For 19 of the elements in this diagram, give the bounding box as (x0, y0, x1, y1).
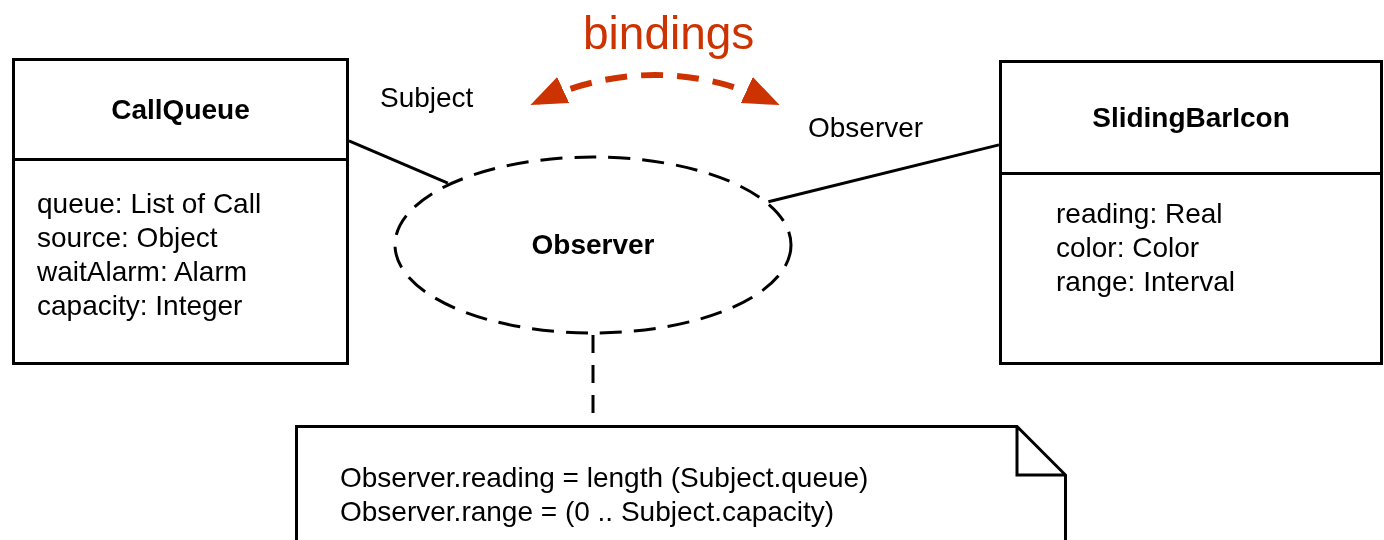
constraint-text: Observer.reading = length (Subject.queue) (340, 461, 869, 495)
attribute-text: reading: Real (1055, 197, 1224, 231)
association-line (348, 139, 449, 185)
attribute-text: color: Color (1055, 231, 1201, 265)
collaboration-name: Observer (531, 229, 655, 261)
collaboration-ellipse (393, 155, 793, 335)
class-name: CallQueue (15, 61, 346, 161)
attribute-text: queue: List of Call (36, 187, 263, 221)
class-box (12, 58, 349, 365)
bindings-label: bindings (583, 6, 755, 60)
note-box (295, 425, 1067, 540)
association-line (768, 143, 1000, 204)
constraint-text: Observer.range = (0 .. Subject.capacity) (340, 495, 836, 529)
attribute-text: range: Interval (1055, 265, 1236, 299)
attribute-text: waitAlarm: Alarm (36, 255, 249, 289)
class-box (999, 60, 1383, 365)
attribute-text: capacity: Integer (36, 289, 244, 323)
class-name: SlidingBarIcon (1002, 63, 1380, 175)
attribute-text: source: Object (36, 221, 219, 255)
